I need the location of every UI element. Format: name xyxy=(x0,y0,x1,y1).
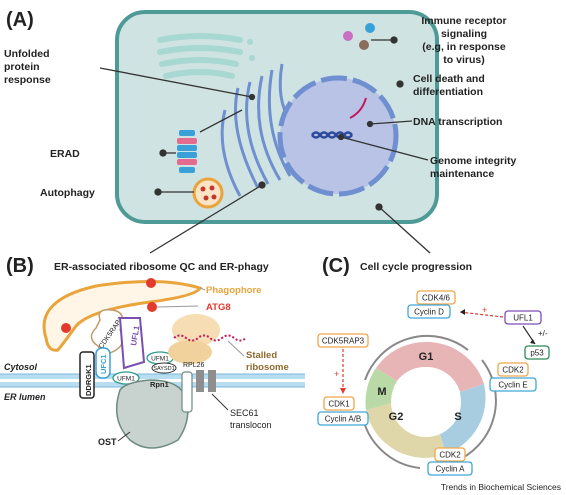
label-sec61: SEC61 xyxy=(230,408,259,418)
autophagosome-icon xyxy=(192,177,224,209)
label-translocon: translocon xyxy=(230,420,272,430)
ost-complex xyxy=(115,371,193,449)
svg-text:CDK2: CDK2 xyxy=(439,451,461,460)
label-ost: OST xyxy=(98,437,117,447)
label-cytosol: Cytosol xyxy=(4,362,38,372)
label-ribosome: ribosome xyxy=(246,362,289,373)
label-phagophore: Phagophore xyxy=(206,285,261,296)
panel-a-leader-lines xyxy=(99,36,431,254)
svg-text:Cyclin D: Cyclin D xyxy=(414,308,444,317)
endoplasmic-reticulum xyxy=(220,63,292,197)
svg-text:UFM1: UFM1 xyxy=(151,356,169,363)
svg-text:p53: p53 xyxy=(530,349,544,358)
arrowhead xyxy=(340,388,346,394)
stalled-leader xyxy=(227,340,245,357)
cdk1-cyclin-ab: CDK1 Cyclin A/B xyxy=(317,396,369,426)
label-atg8: ATG8 xyxy=(206,302,231,313)
arrowhead xyxy=(530,339,535,344)
cdk2-cyclin-e: CDK2 Cyclin E xyxy=(489,362,537,392)
label-immune-3: (e.g, in response xyxy=(422,41,506,53)
label-plus-b: + xyxy=(334,369,339,379)
atg8-dot xyxy=(147,302,157,312)
svg-text:SAYSD1: SAYSD1 xyxy=(153,366,174,372)
label-stalled: Stalled xyxy=(246,350,277,361)
svg-text:UFM1: UFM1 xyxy=(117,376,135,383)
panel-c-label: (C) xyxy=(322,255,350,277)
label-response: response xyxy=(4,74,51,86)
cell-cycle-ring xyxy=(361,334,497,469)
atg8-dot xyxy=(146,278,156,288)
label-immune-1: Immune receptor xyxy=(421,15,506,27)
label-cell-cycle: Cell cycle progression xyxy=(360,261,472,273)
svg-text:UFL1: UFL1 xyxy=(513,314,533,323)
label-er-lumen: ER lumen xyxy=(4,392,46,402)
mrna-strand xyxy=(349,97,367,119)
golgi-apparatus xyxy=(157,33,255,79)
label-immune-4: to virus) xyxy=(443,54,484,66)
label-rpl26: RPL26 xyxy=(183,362,205,369)
label-plusminus: +/- xyxy=(538,329,548,338)
sec61-leader xyxy=(211,393,229,411)
ufl1-protein: UFL1 xyxy=(118,317,146,370)
svg-text:CDK1: CDK1 xyxy=(328,400,350,409)
cdk2-cyclin-a: CDK2 Cyclin A xyxy=(427,447,473,476)
label-differentiation: differentiation xyxy=(413,86,483,98)
svg-text:CDK2: CDK2 xyxy=(502,366,524,375)
phase-s: S xyxy=(454,411,461,423)
cdk5rap3-node: CDK5RAP3 xyxy=(317,333,369,348)
ufl1-node: UFL1 xyxy=(504,310,542,325)
erad-proteasome-icon xyxy=(177,130,197,173)
svg-text:CDK5RAP3: CDK5RAP3 xyxy=(322,337,365,346)
saysd1-protein: SAYSD1 xyxy=(151,362,177,374)
label-immune-2: signaling xyxy=(441,28,487,40)
label-rpn1: Rpn1 xyxy=(150,380,169,389)
label-er-qc: ER-associated ribosome QC and ER-phagy xyxy=(54,261,269,273)
p53-node: p53 xyxy=(524,345,550,360)
label-plus-a: + xyxy=(482,305,487,315)
ufl1-to-cyclin-d-arrow xyxy=(459,311,504,318)
atg8-dot xyxy=(61,323,71,333)
dna-helix-strand xyxy=(311,131,353,139)
label-maintenance: maintenance xyxy=(430,168,494,180)
ufm1-tag: UFM1 xyxy=(112,371,140,385)
ddrgk1-protein: DDRGK1 xyxy=(79,351,95,399)
phagophore-membrane xyxy=(42,279,203,352)
panel-b-label: (B) xyxy=(6,255,34,277)
ufc1-protein: UFC1 xyxy=(95,347,111,379)
label-genome: Genome integrity xyxy=(430,155,517,167)
svg-text:UFL1: UFL1 xyxy=(129,325,141,347)
svg-text:Cyclin E: Cyclin E xyxy=(498,381,527,390)
phase-g2: G2 xyxy=(389,411,404,423)
svg-text:Cyclin A/B: Cyclin A/B xyxy=(325,415,361,424)
svg-text:CDK4/6: CDK4/6 xyxy=(422,294,451,303)
label-erad: ERAD xyxy=(50,148,80,160)
sec61-translocon xyxy=(196,370,216,392)
stalled-ribosome xyxy=(168,314,247,364)
arrowhead xyxy=(460,309,465,315)
atg8-leader xyxy=(156,305,199,308)
svg-text:DDRGK1: DDRGK1 xyxy=(84,364,93,396)
label-protein: protein xyxy=(4,61,40,73)
label-death: Cell death and xyxy=(413,73,485,85)
ost-leader xyxy=(117,431,131,442)
svg-text:UFC1: UFC1 xyxy=(99,354,108,374)
footer-credit: Trends in Biochemical Sciences xyxy=(441,482,561,492)
cdk46-cyclin-d: CDK4/6 Cyclin D xyxy=(407,290,456,319)
phase-g1: G1 xyxy=(419,351,434,363)
label-dna: DNA transcription xyxy=(413,116,502,128)
panel-a-label: (A) xyxy=(6,9,34,31)
phagophore-leader xyxy=(199,287,206,291)
label-unfolded: Unfolded xyxy=(4,48,50,60)
cdk5rap3-protein: CDK5RAP3 xyxy=(90,308,125,354)
label-autophagy: Autophagy xyxy=(40,187,95,199)
virus-icons xyxy=(343,23,375,50)
svg-text:Cyclin A: Cyclin A xyxy=(436,465,466,474)
phase-m: M xyxy=(377,386,386,398)
